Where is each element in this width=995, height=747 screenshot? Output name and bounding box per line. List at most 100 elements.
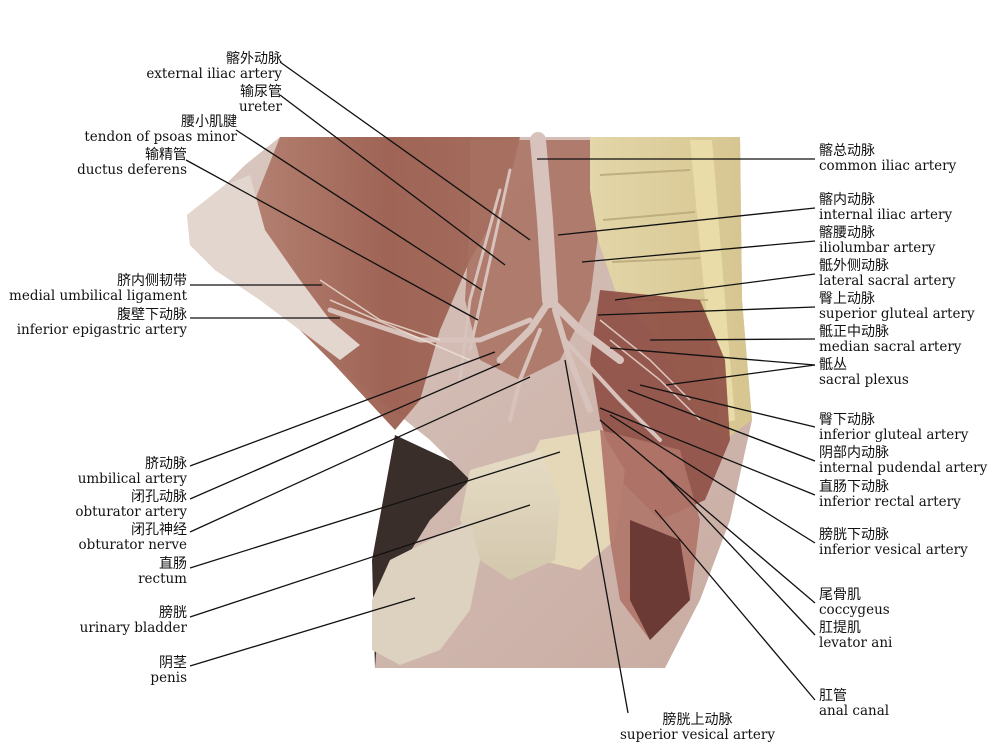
label-zh: 髂外动脉	[226, 51, 282, 67]
label-en: inferior gluteal artery	[819, 426, 969, 443]
label-tendon-of-psoas-minor: 腰小肌腱 tendon of psoas minor	[84, 115, 237, 144]
label-zh: 髂腰动脉	[819, 225, 875, 241]
label-zh: 直肠	[159, 556, 187, 572]
label-zh: 肛管	[819, 688, 847, 704]
label-en: sacral plexus	[819, 371, 909, 388]
label-internal-pudendal-artery: 阴部内动脉 internal pudendal artery	[819, 446, 987, 475]
vertebral-canal	[690, 140, 735, 425]
label-zh: 骶丛	[819, 357, 847, 373]
label-zh: 闭孔动脉	[131, 489, 187, 505]
leader-line-inferior-gluteal-artery	[639, 384, 816, 428]
label-sacral-plexus: 骶丛 sacral plexus	[819, 358, 909, 387]
label-ductus-deferens: 输精管 ductus deferens	[77, 148, 187, 177]
label-lateral-sacral-artery: 骶外侧动脉 lateral sacral artery	[819, 259, 956, 288]
label-en: umbilical artery	[77, 470, 187, 487]
leader-line-ductus-deferens	[185, 159, 479, 321]
label-zh: 腰小肌腱	[181, 114, 237, 130]
leader-line-obturator-nerve	[189, 376, 531, 533]
label-zh: 脐内侧韧带	[117, 273, 187, 289]
label-en: tendon of psoas minor	[84, 128, 237, 145]
label-zh: 膀胱上动脉	[662, 712, 733, 728]
label-zh: 膀胱	[159, 605, 187, 621]
label-en: median sacral artery	[819, 338, 962, 355]
label-en: iliolumbar artery	[819, 239, 936, 256]
label-zh: 臀下动脉	[819, 412, 875, 428]
label-en: levator ani	[819, 634, 893, 651]
label-superior-vesical-artery: 膀胱上动脉 superior vesical artery	[620, 713, 775, 742]
label-en: lateral sacral artery	[819, 272, 956, 289]
label-en: inferior rectal artery	[819, 493, 961, 510]
label-superior-gluteal-artery: 臀上动脉 superior gluteal artery	[819, 292, 975, 321]
label-medial-umbilical-ligament: 脐内侧韧带 medial umbilical ligament	[9, 274, 187, 303]
label-en: inferior vesical artery	[819, 541, 968, 558]
label-obturator-artery: 闭孔动脉 obturator artery	[75, 490, 187, 519]
leader-line-superior-gluteal-artery	[597, 306, 816, 316]
label-anal-canal: 肛管 anal canal	[819, 689, 889, 718]
label-en: superior gluteal artery	[819, 305, 975, 322]
leader-line-superior-vesical-artery	[564, 359, 629, 714]
label-rectum: 直肠 rectum	[138, 557, 187, 586]
label-en: obturator artery	[75, 503, 187, 520]
leader-line-rectum	[189, 451, 561, 569]
label-en: anal canal	[819, 702, 890, 719]
leader-line-anal-canal	[654, 509, 816, 701]
label-zh: 膀胱下动脉	[819, 527, 889, 543]
leader-line-inferior-vesical-artery	[609, 414, 816, 544]
label-median-sacral-artery: 骶正中动脉 median sacral artery	[819, 325, 961, 354]
label-inferior-vesical-artery: 膀胱下动脉 inferior vesical artery	[819, 528, 968, 557]
label-umbilical-artery: 脐动脉 umbilical artery	[78, 457, 187, 486]
label-en: urinary bladder	[79, 619, 187, 636]
label-zh: 臀上动脉	[819, 291, 875, 307]
label-en: internal iliac artery	[819, 206, 953, 223]
label-en: inferior epigastric artery	[16, 321, 187, 338]
label-inferior-epigastric-artery: 腹壁下动脉 inferior epigastric artery	[17, 308, 187, 337]
leader-line-tendon-of-psoas-minor	[235, 129, 483, 291]
label-zh: 脐动脉	[145, 456, 187, 472]
leader-line-penis	[189, 597, 416, 667]
label-levator-ani: 肛提肌 levator ani	[819, 621, 892, 650]
label-zh: 骶正中动脉	[819, 324, 889, 340]
label-en: ureter	[238, 98, 282, 115]
leader-line-inferior-rectal-artery	[599, 407, 816, 496]
label-zh: 骶外侧动脉	[819, 258, 889, 274]
label-en: external iliac artery	[146, 65, 282, 82]
label-en: common iliac artery	[819, 157, 957, 174]
label-zh: 直肠下动脉	[819, 479, 889, 495]
label-en: penis	[150, 669, 187, 686]
abdominal-wall-muscle	[255, 137, 520, 430]
leader-line-urinary-bladder	[189, 504, 531, 618]
label-en: internal pudendal artery	[819, 459, 988, 476]
leader-line-umbilical-artery	[189, 351, 496, 467]
label-coccygeus: 尾骨肌 coccygeus	[819, 588, 890, 617]
leader-line-lateral-sacral-artery	[614, 273, 816, 301]
nerve-strands	[319, 279, 701, 421]
label-inferior-rectal-artery: 直肠下动脉 inferior rectal artery	[819, 480, 961, 509]
label-common-iliac-artery: 髂总动脉 common iliac artery	[819, 144, 956, 173]
leader-line-internal-iliac-artery	[557, 207, 816, 236]
label-urinary-bladder: 膀胱 urinary bladder	[80, 606, 187, 635]
leader-line-external-iliac-artery	[279, 61, 531, 241]
leader-line-coccygeus	[599, 419, 816, 604]
label-en: coccygeus	[819, 601, 890, 618]
label-zh: 输尿管	[240, 84, 282, 100]
bladder-tissue	[460, 450, 560, 580]
label-zh: 输精管	[145, 147, 187, 163]
label-zh: 腹壁下动脉	[117, 307, 187, 323]
label-iliolumbar-artery: 髂腰动脉 iliolumbar artery	[819, 226, 935, 255]
label-external-iliac-artery: 髂外动脉 external iliac artery	[146, 52, 282, 81]
label-penis: 阴茎 penis	[150, 656, 187, 685]
label-en: ductus deferens	[77, 161, 187, 178]
fascia-flap	[187, 175, 360, 360]
label-en: rectum	[138, 570, 187, 587]
label-internal-iliac-artery: 髂内动脉 internal iliac artery	[819, 193, 952, 222]
leader-line-obturator-artery	[189, 363, 501, 500]
leader-line-ureter	[279, 94, 506, 266]
label-ureter: 输尿管 ureter	[239, 85, 282, 114]
leader-line-sacral-plexus	[609, 347, 816, 366]
leader-line-iliolumbar-artery	[581, 240, 816, 263]
leader-line-levator-ani	[659, 469, 816, 636]
anal-canal-tissue	[630, 520, 690, 640]
